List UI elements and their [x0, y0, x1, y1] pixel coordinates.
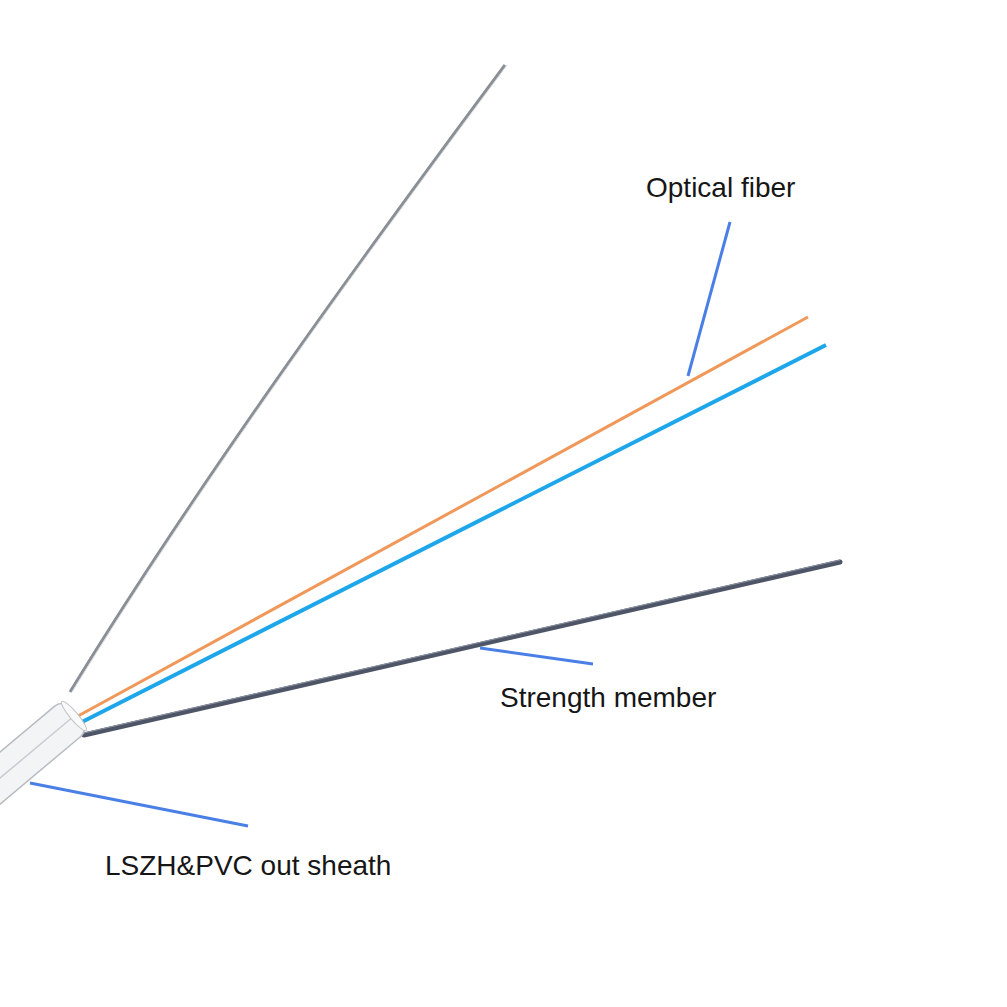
strength-member-rod [84, 562, 840, 735]
sheath-body [0, 699, 88, 834]
steel-wire [70, 65, 505, 692]
callout-label: Strength member [500, 681, 716, 715]
orange-fiber [78, 317, 808, 716]
strength-member-highlight [84, 560, 840, 733]
sheath-end [59, 699, 90, 733]
leader-line [480, 648, 593, 664]
callout-label: LSZH&PVC out sheath [105, 849, 391, 883]
leader-line [30, 783, 248, 826]
cable-sheath [0, 698, 90, 834]
callout-label: Optical fiber [646, 171, 795, 205]
blue-fiber [80, 345, 826, 723]
leader-line [688, 222, 730, 376]
steel-wire-highlight [72, 65, 507, 692]
sheath-groove [0, 716, 74, 819]
